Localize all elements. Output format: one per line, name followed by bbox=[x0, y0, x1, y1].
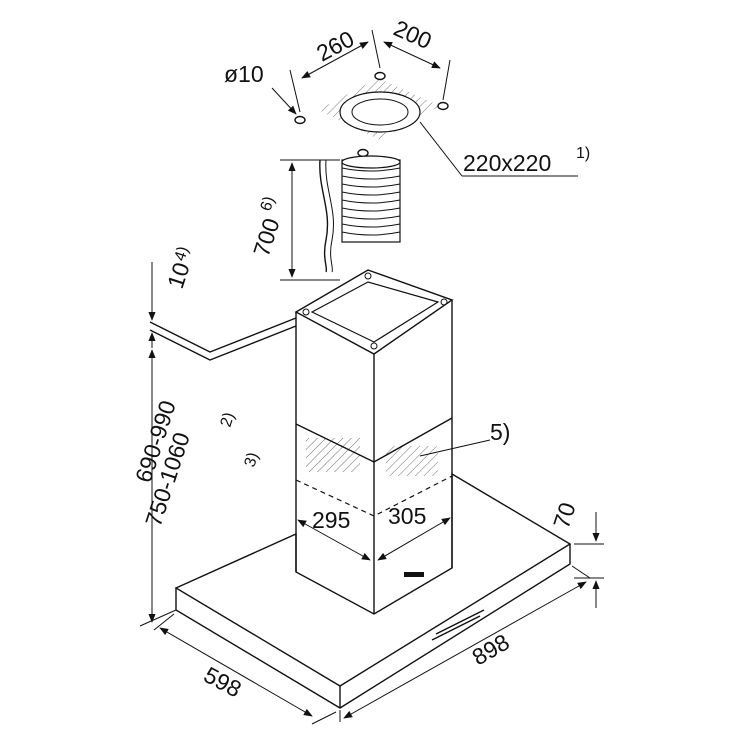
vent-callout-label: 5) bbox=[490, 419, 510, 445]
dimension-898-label: 898 bbox=[468, 629, 514, 671]
dimension-10: 10 4) bbox=[148, 244, 195, 348]
dimension-598: 598 bbox=[153, 613, 337, 725]
dimension-295-label: 295 bbox=[312, 507, 350, 533]
dimension-295: 295 bbox=[297, 507, 371, 561]
power-cable bbox=[319, 159, 329, 273]
height-range-b-footnote: 3) bbox=[242, 450, 263, 469]
screw-holes bbox=[294, 71, 449, 158]
dimension-305-label: 305 bbox=[388, 503, 426, 529]
brand-plate bbox=[404, 572, 424, 577]
dimension-70-label: 70 bbox=[548, 499, 581, 531]
ceiling-mounting-plate bbox=[318, 78, 440, 140]
dimension-260-label: 260 bbox=[312, 25, 358, 66]
dimension-598-label: 598 bbox=[200, 661, 246, 702]
ceiling-surface bbox=[149, 317, 297, 361]
dimension-898: 898 bbox=[339, 565, 591, 722]
dimension-air-outlet: 220x220 1) bbox=[419, 121, 590, 177]
flexible-duct bbox=[341, 155, 401, 243]
dimension-10-label: 10 bbox=[162, 259, 195, 291]
dimension-hole-diameter: ø10 bbox=[224, 61, 297, 115]
height-range-a-footnote: 2) bbox=[218, 410, 239, 429]
vent-callout: 5) bbox=[419, 419, 510, 457]
dimension-700-label: 700 bbox=[248, 215, 285, 260]
chimney-upper bbox=[294, 269, 454, 614]
chimney-vent-section bbox=[295, 417, 453, 517]
dimension-70: 70 bbox=[548, 499, 604, 608]
dimension-700: 700 6) bbox=[248, 159, 340, 281]
dimension-10-footnote: 4) bbox=[172, 244, 193, 263]
dimension-700-footnote: 6) bbox=[258, 194, 279, 213]
dimension-305: 305 bbox=[377, 503, 451, 561]
air-outlet-footnote: 1) bbox=[576, 145, 590, 162]
hole-diameter-label: ø10 bbox=[224, 61, 264, 87]
dimension-height: 690-990 2) 750-1060 3) bbox=[130, 349, 263, 627]
air-outlet-label: 220x220 bbox=[463, 150, 551, 176]
